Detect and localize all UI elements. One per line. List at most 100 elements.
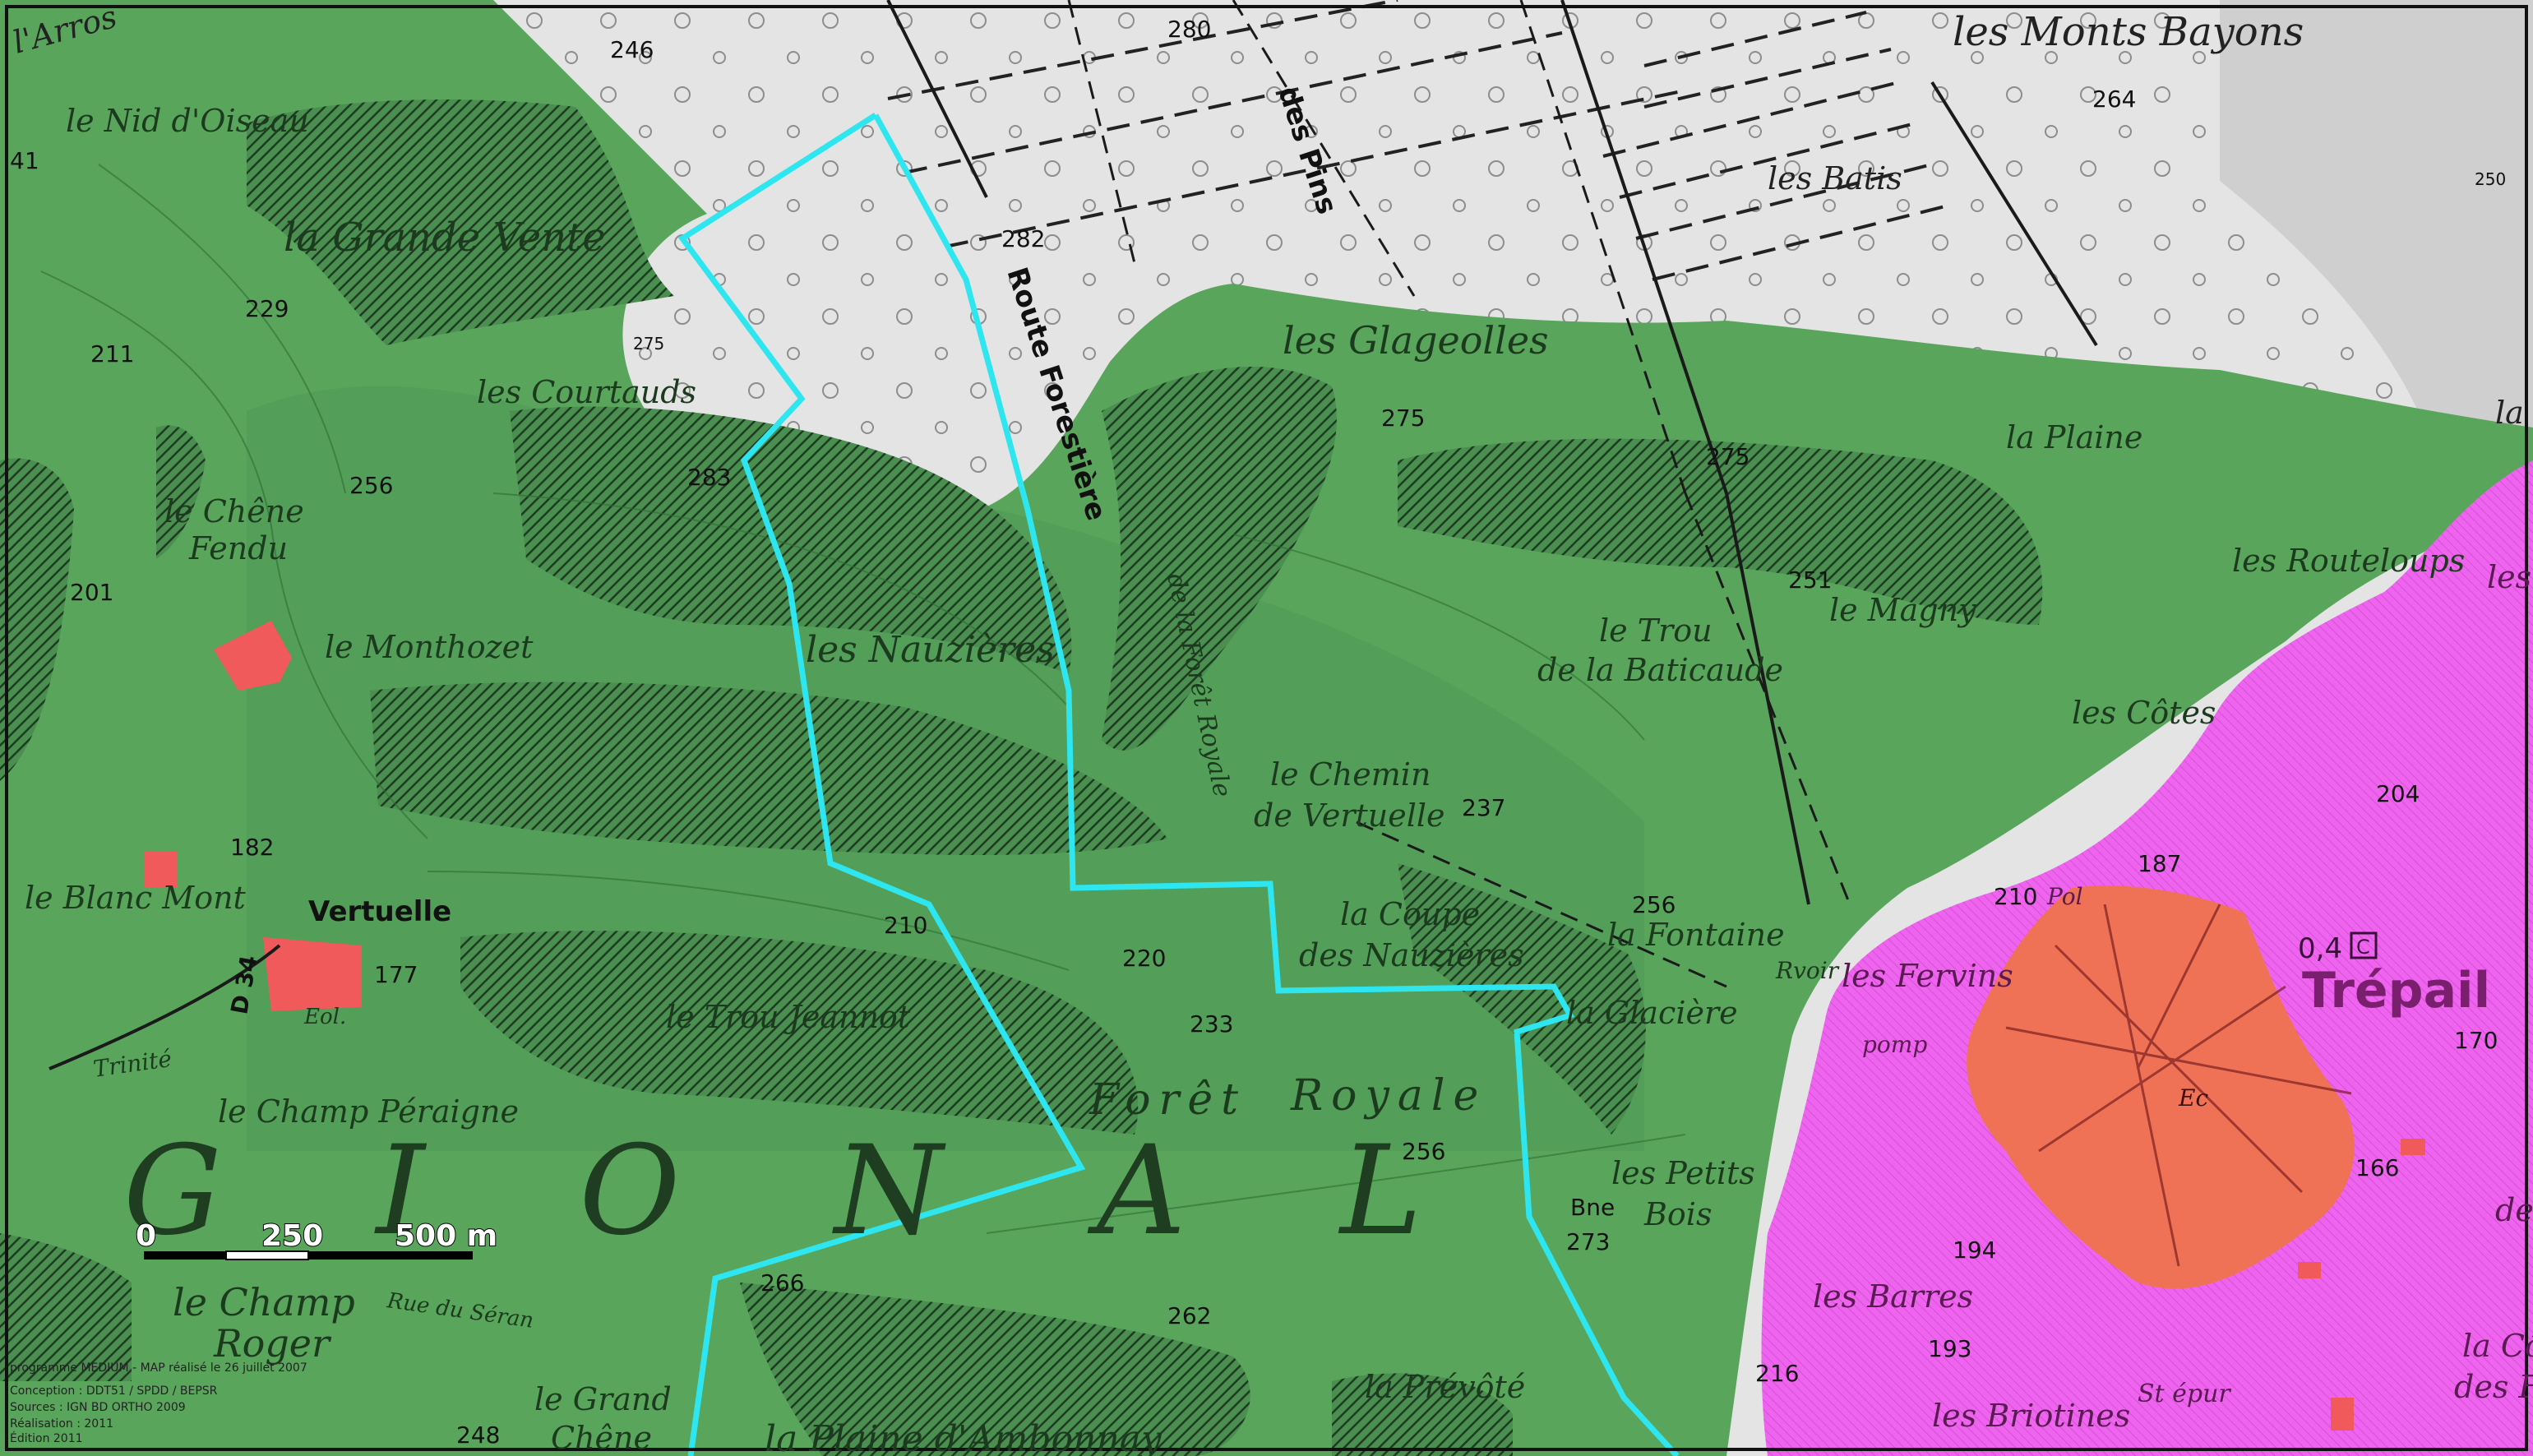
elevation: 275 xyxy=(633,334,664,354)
label-grand-2: Chêne xyxy=(551,1420,652,1456)
elevation: 275 xyxy=(1381,404,1425,432)
commune-boundary xyxy=(677,113,1086,1456)
elevation: 201 xyxy=(70,579,113,606)
label-cote-est: la Côte xyxy=(2462,1328,2533,1364)
hatched-areas xyxy=(0,99,2043,1456)
label-vertuelle: Vertuelle xyxy=(308,895,451,928)
label-chene-2: Fendu xyxy=(188,530,288,566)
label-petits-2: Bois xyxy=(1643,1196,1712,1232)
label-coupe-1: la Coupe xyxy=(1340,896,1480,932)
elevation: 41 xyxy=(10,147,39,174)
label-trou-2: de la Baticaude xyxy=(1537,652,1783,688)
label-prevote: la Prévôté xyxy=(1365,1369,1525,1405)
label-les-edge: les xyxy=(2487,559,2531,595)
elevation: 233 xyxy=(1190,1010,1233,1038)
label-grande-vente: la Grande Vente xyxy=(284,215,606,261)
label-de-edge: de xyxy=(2495,1192,2533,1228)
building-zones xyxy=(144,621,2425,1431)
label-la-plaine: la Plaine xyxy=(2006,419,2142,455)
map-frame xyxy=(5,5,2528,1451)
credit-line: Réalisation : 2011 xyxy=(10,1417,113,1431)
label-chene-1: le Chêne xyxy=(164,493,304,529)
label-briotines: les Briotines xyxy=(1932,1398,2130,1434)
elevation: 248 xyxy=(456,1421,500,1449)
relief-shading xyxy=(2220,0,2533,460)
elevation: 210 xyxy=(884,912,927,939)
label-glageolles: les Glageolles xyxy=(1283,318,1549,363)
town-hall-symbol xyxy=(2350,931,2378,959)
label-batis: les Batis xyxy=(1768,160,1902,196)
elevation: 256 xyxy=(1402,1138,1445,1165)
credits: programme MEDIUM - MAP réalisé le 26 jui… xyxy=(10,1361,307,1445)
elevation: 211 xyxy=(90,340,134,367)
label-st-epure: St épur xyxy=(2138,1380,2231,1408)
label-plaine-ambonnay: la Plaine d'Ambonnay xyxy=(765,1418,1162,1456)
elevation: 216 xyxy=(1755,1360,1799,1387)
elevation: 282 xyxy=(1001,225,1045,252)
scale-bar: 0 250 500 m xyxy=(135,1218,498,1260)
label-cote-est-2: des F xyxy=(2454,1369,2533,1405)
label-pol: Pol xyxy=(2046,883,2083,910)
elevation: 182 xyxy=(230,834,274,861)
elevation: 194 xyxy=(1953,1236,1996,1264)
elevation: 237 xyxy=(1462,794,1505,821)
elevation: 210 xyxy=(1994,883,2037,910)
label-grand-1: le Grand xyxy=(534,1381,672,1417)
label-routeloups: les Routeloups xyxy=(2232,543,2465,579)
elevation: 177 xyxy=(374,961,418,988)
vineyard-lines xyxy=(887,0,1949,281)
label-c-symbol: C xyxy=(2356,936,2370,959)
label-nauzieres: les Nauzières xyxy=(806,629,1055,671)
elevation: 273 xyxy=(1566,1228,1610,1255)
elevation: 256 xyxy=(1632,891,1676,918)
label-la-edge: la xyxy=(2495,395,2524,431)
elevation: 250 xyxy=(2475,169,2506,189)
village-streets xyxy=(2005,904,2352,1267)
contour-lines xyxy=(40,164,1686,1234)
label-eol: Eol. xyxy=(303,1005,346,1029)
village-center xyxy=(1967,885,2355,1289)
label-pompe: pomp xyxy=(1862,1031,1927,1058)
label-champ-peraigne: le Champ Péraigne xyxy=(218,1093,519,1130)
label-code-04: 0,4 xyxy=(2298,932,2342,965)
elevation: 229 xyxy=(245,295,289,322)
label-regional: G I O N A L xyxy=(123,1120,1480,1263)
label-blanc-mont: le Blanc Mont xyxy=(25,880,247,916)
label-courtauds: les Courtauds xyxy=(477,374,696,410)
label-coupe-2: des Nauzières xyxy=(1299,937,1524,973)
credit-line: programme MEDIUM - MAP réalisé le 26 jui… xyxy=(10,1361,307,1375)
label-magny: le Magny xyxy=(1829,592,1976,628)
label-trepail: Trépail xyxy=(2302,962,2490,1019)
elevation: 204 xyxy=(2376,780,2420,807)
label-monthozet: le Monthozet xyxy=(325,629,534,665)
label-la-fontaine: la Fontaine xyxy=(1607,917,1785,953)
commune-boundary-east xyxy=(872,113,1680,1456)
label-nid-oiseau: le Nid d'Oiseau xyxy=(66,103,309,139)
elevation: 266 xyxy=(760,1269,804,1297)
scale-mid: 250 xyxy=(261,1219,323,1253)
elevation: 275 xyxy=(1706,443,1750,470)
label-monts-bayons: les Monts Bayons xyxy=(1953,9,2304,55)
label-rvoir: Rvoir xyxy=(1775,957,1840,984)
credit-line: Conception : DDT51 / SPDD / BEPSR xyxy=(10,1384,218,1398)
elevation: 280 xyxy=(1167,16,1211,43)
elevation: 187 xyxy=(2138,850,2181,877)
label-trou-1: le Trou xyxy=(1599,612,1713,649)
label-cotes: les Côtes xyxy=(2072,695,2216,731)
roads xyxy=(49,0,2098,1070)
credit-line: Sources : IGN BD ORTHO 2009 xyxy=(10,1401,186,1414)
label-glaciere: la Glacière xyxy=(1566,995,1738,1031)
label-barres: les Barres xyxy=(1813,1278,1973,1315)
credit-line: Édition 2011 xyxy=(10,1431,83,1445)
scale-end: 500 m xyxy=(395,1219,497,1253)
elevation: 246 xyxy=(610,36,654,63)
elevation: 256 xyxy=(349,472,393,499)
elevation: 166 xyxy=(2355,1154,2399,1181)
elevation-labels: 246 280 264 282 229 211 275 256 201 182 … xyxy=(10,16,2506,1449)
elevation: 220 xyxy=(1122,945,1166,972)
elevation: 170 xyxy=(2454,1027,2498,1054)
elevation: 264 xyxy=(2092,86,2136,113)
label-foret: Forêt xyxy=(1089,1075,1246,1125)
label-ec: Ec xyxy=(2178,1084,2208,1112)
